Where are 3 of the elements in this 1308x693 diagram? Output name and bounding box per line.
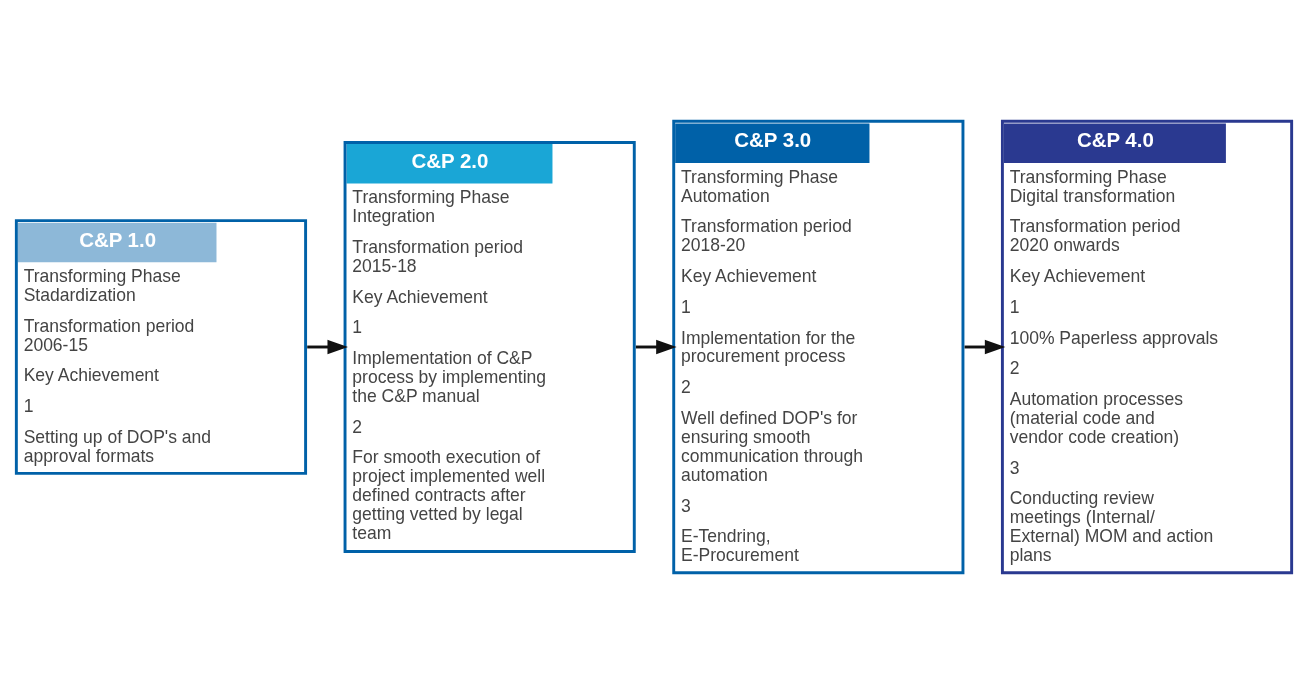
- arrow: [307, 339, 348, 354]
- arrow: [635, 339, 677, 354]
- arrow: [964, 339, 1006, 354]
